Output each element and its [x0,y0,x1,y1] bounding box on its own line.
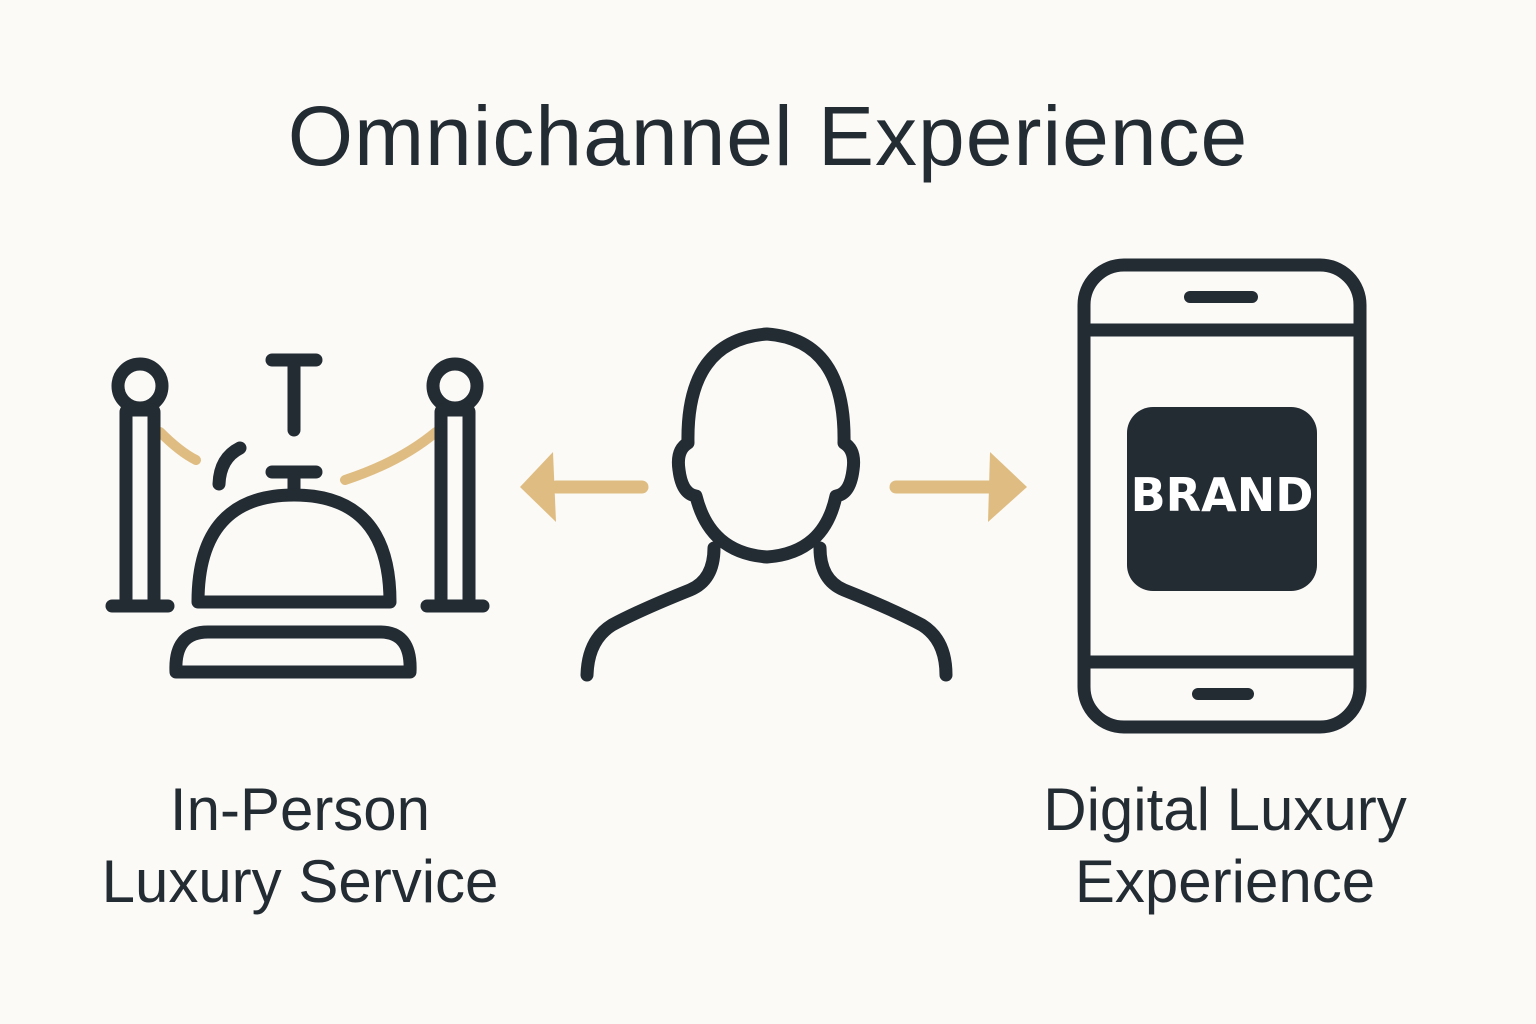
concierge-bell-with-stanchions-icon [105,353,490,679]
in-person-label-line-2: Luxury Service [101,848,499,915]
digital-label-line-2: Experience [1074,848,1376,915]
arrow-left-icon [520,452,649,522]
in-person-label: In-Person Luxury Service [40,774,560,918]
digital-label-line-1: Digital Luxury [1043,776,1407,843]
digital-label: Digital Luxury Experience [1000,774,1450,918]
brand-app-tile [1127,407,1317,591]
customer-person-icon [580,327,953,682]
arrow-right-icon [889,452,1027,522]
smartphone-icon [1077,258,1367,734]
brand-app-label: BRAND [1130,468,1314,522]
in-person-label-line-1: In-Person [169,776,431,843]
diagram-title: Omnichannel Experience [287,89,1249,183]
